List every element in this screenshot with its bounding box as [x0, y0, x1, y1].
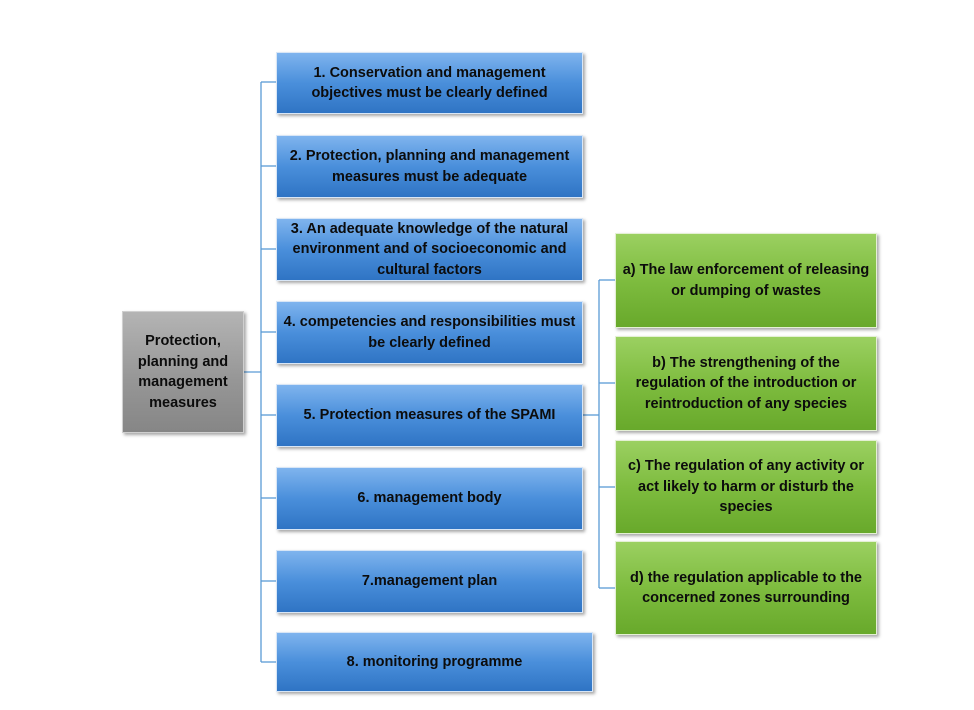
root-node: Protection, planning and management meas… — [122, 311, 244, 433]
measure-node-label: 6. management body — [357, 490, 502, 507]
root-node-label: Protection, planning and management meas… — [137, 333, 229, 411]
measure-node-label: 2. Protection, planning and management m… — [289, 148, 570, 185]
measure-node-6: 6. management body — [276, 467, 583, 530]
spami-node-label: a) The law enforcement of releasing or d… — [622, 262, 870, 299]
spami-node-label: b) The strengthening of the regulation o… — [635, 354, 857, 412]
measure-node-label: 7.management plan — [361, 573, 498, 590]
measure-node-label: 1. Conservation and management objective… — [311, 64, 548, 102]
spami-node-label: d) the regulation applicable to the conc… — [629, 569, 862, 607]
measure-node-label: 3. An adequate knowledge of the natural … — [290, 220, 569, 278]
measure-node-label: 8. monitoring programme — [346, 653, 523, 670]
spami-node-c: c) The regulation of any activity or act… — [615, 440, 877, 534]
measure-node-7: 7.management plan — [276, 550, 583, 613]
measure-node-8: 8. monitoring programme — [276, 632, 593, 692]
measure-node-4: 4. competencies and responsibilities mus… — [276, 301, 583, 364]
spami-node-a: a) The law enforcement of releasing or d… — [615, 233, 877, 328]
measure-node-1: 1. Conservation and management objective… — [276, 52, 583, 114]
measure-node-2: 2. Protection, planning and management m… — [276, 135, 583, 198]
measure-node-5: 5. Protection measures of the SPAMI — [276, 384, 583, 447]
spami-node-label: c) The regulation of any activity or act… — [627, 458, 865, 516]
spami-node-d: d) the regulation applicable to the conc… — [615, 541, 877, 635]
measure-node-label: 4. competencies and responsibilities mus… — [283, 314, 576, 351]
measure-node-3: 3. An adequate knowledge of the natural … — [276, 218, 583, 281]
measure-node-label: 5. Protection measures of the SPAMI — [303, 407, 556, 424]
spami-node-b: b) The strengthening of the regulation o… — [615, 336, 877, 431]
